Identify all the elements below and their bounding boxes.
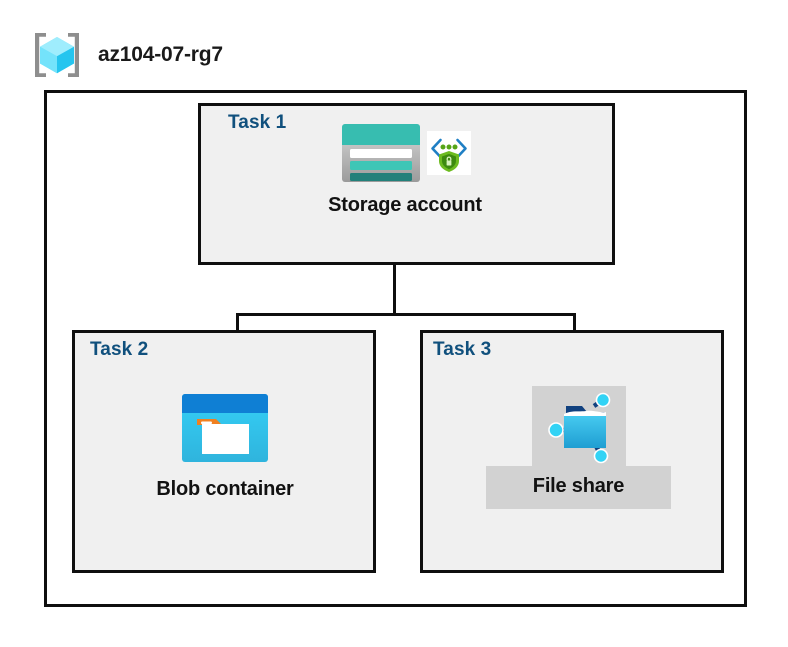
storage-account-icon-row	[340, 122, 471, 184]
file-share-caption-highlight: File share	[486, 466, 671, 509]
file-share-icon-highlight	[531, 386, 626, 466]
connector-storage-trunk	[393, 230, 396, 314]
task-2-label: Task 2	[90, 339, 149, 360]
connector-horizontal-bus	[236, 313, 576, 316]
resource-group-header: az104-07-rg7	[30, 28, 223, 82]
resource-group-name: az104-07-rg7	[98, 43, 223, 66]
storage-account-caption: Storage account	[328, 194, 482, 216]
node-file-share[interactable]: File share	[486, 386, 671, 509]
node-storage-account[interactable]: Storage account	[290, 122, 520, 217]
resource-group-cube-icon	[35, 33, 79, 77]
blob-container-icon	[182, 394, 268, 462]
file-share-caption: File share	[532, 475, 625, 497]
task-3-label: Task 3	[433, 339, 492, 360]
task-2-box	[72, 330, 376, 573]
blob-container-caption: Blob container	[156, 478, 294, 500]
secure-endpoint-shield-icon	[426, 131, 471, 175]
node-blob-container[interactable]: Blob container	[120, 392, 330, 501]
storage-account-icon	[341, 124, 420, 182]
task-1-label: Task 1	[228, 112, 287, 133]
file-share-icon	[547, 392, 610, 464]
